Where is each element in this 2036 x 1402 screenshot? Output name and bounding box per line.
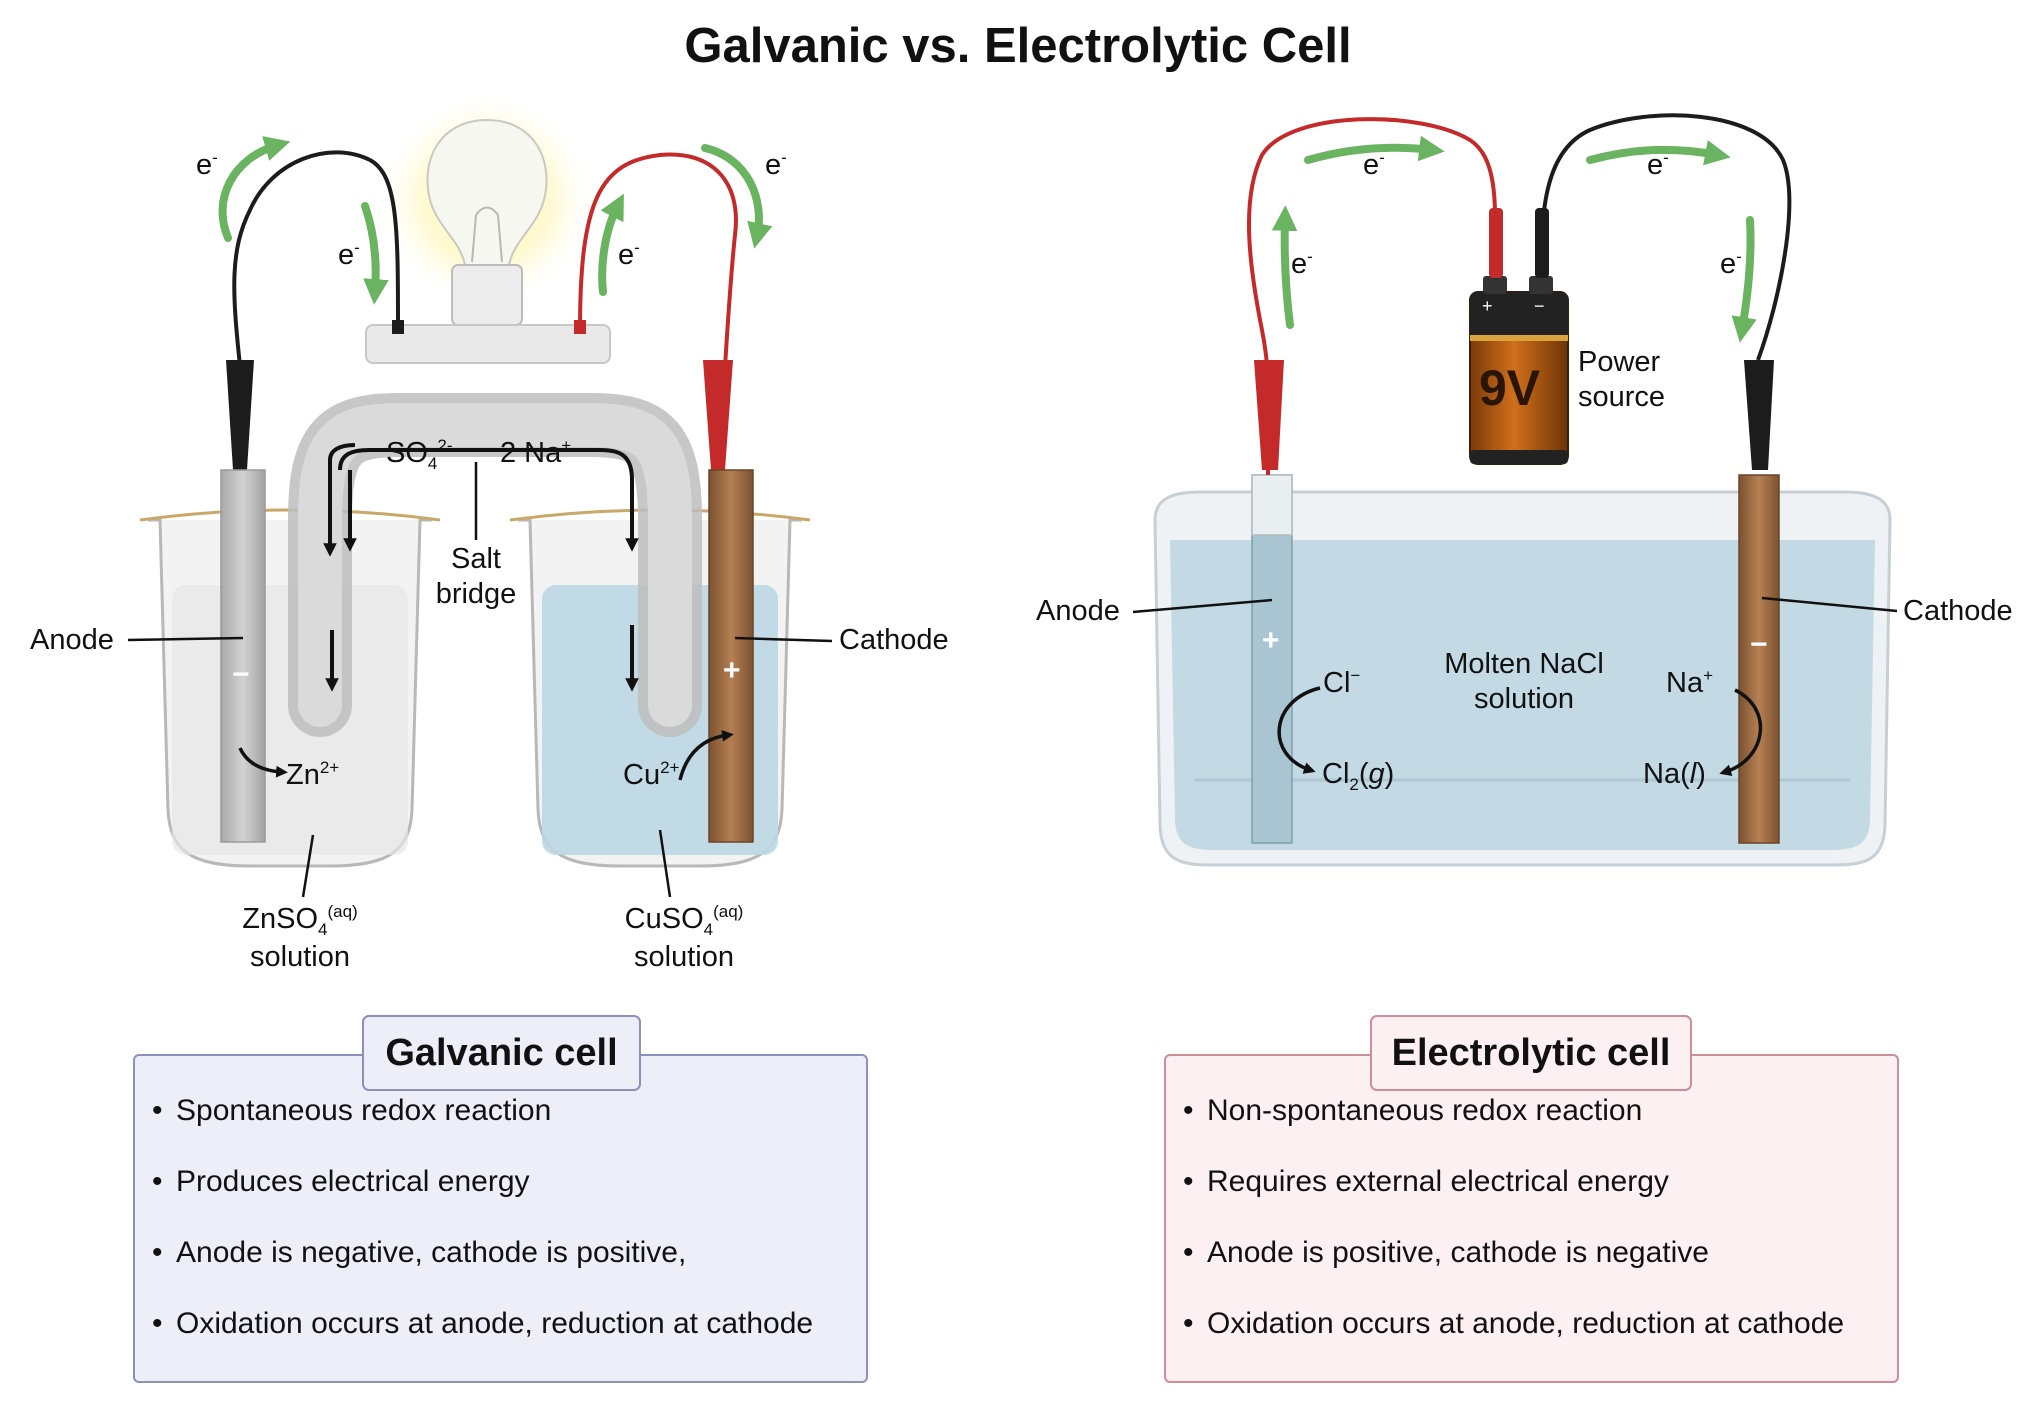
list-item: Anode is negative, cathode is positive,: [152, 1236, 813, 1307]
list-item: Anode is positive, cathode is negative: [1183, 1236, 1844, 1307]
cuso4-solution-label: CuSO4(aq)solution: [624, 902, 744, 973]
cathode-electrode: [1738, 474, 1780, 844]
zinc-electrode: [220, 469, 266, 843]
chloride-ion-label: Cl−: [1323, 666, 1361, 699]
list-item: Oxidation occurs at anode, reduction at …: [1183, 1307, 1844, 1378]
copper-electrode: [708, 469, 754, 843]
list-item: Spontaneous redox reaction: [152, 1094, 813, 1165]
bridge-anion-label: SO42-: [386, 436, 453, 473]
electron-label: e-: [1363, 148, 1385, 181]
list-item: Requires external electrical energy: [1183, 1165, 1844, 1236]
chlorine-gas-label: Cl2(g): [1322, 758, 1395, 794]
electrolytic-cell-facts: Non-spontaneous redox reaction Requires …: [1183, 1094, 1844, 1378]
figure-title: Galvanic vs. Electrolytic Cell: [684, 19, 1352, 73]
electron-label: e-: [1291, 247, 1313, 280]
electron-label: e-: [1647, 148, 1669, 181]
electron-label: e-: [1720, 247, 1742, 280]
electrolytic-anode-label: Anode: [1036, 595, 1120, 627]
electron-label: e-: [196, 148, 218, 181]
list-item: Produces electrical energy: [152, 1165, 813, 1236]
copper-ion-label: Cu2+: [623, 758, 680, 791]
znso4-solution-label: ZnSO4(aq)solution: [242, 902, 358, 973]
galvanic-anode-sign: −: [232, 658, 250, 691]
list-item: Oxidation occurs at anode, reduction at …: [152, 1307, 813, 1378]
galvanic-cathode-label: Cathode: [839, 624, 949, 656]
bridge-cation-label: 2 Na+: [500, 436, 572, 469]
sodium-liquid-label: Na(l): [1643, 758, 1706, 790]
list-item: Non-spontaneous redox reaction: [1183, 1094, 1844, 1165]
electrolytic-cell-title: Electrolytic cell: [1370, 1015, 1692, 1091]
electrolytic-anode-sign: +: [1262, 624, 1280, 657]
galvanic-cell-facts: Spontaneous redox reaction Produces elec…: [152, 1094, 813, 1378]
galvanic-cathode-sign: +: [723, 654, 741, 687]
molten-nacl-tank: [1153, 490, 1892, 867]
sodium-ion-label: Na+: [1666, 666, 1714, 699]
galvanic-anode-label: Anode: [30, 624, 114, 656]
electron-label: e-: [618, 238, 640, 271]
zinc-ion-label: Zn2+: [286, 758, 340, 791]
battery-plus-terminal: +: [1482, 296, 1493, 316]
salt-bridge: [288, 393, 702, 737]
electron-label: e-: [338, 238, 360, 271]
battery-9v: [1469, 276, 1569, 465]
battery-minus-terminal: −: [1534, 296, 1545, 316]
galvanic-cell-title: Galvanic cell: [362, 1015, 641, 1091]
electrolytic-cathode-sign: −: [1750, 628, 1768, 661]
light-bulb: [365, 90, 611, 364]
electron-label: e-: [765, 148, 787, 181]
battery-voltage-label: 9V: [1479, 360, 1541, 416]
electrolytic-cathode-label: Cathode: [1903, 595, 2013, 627]
